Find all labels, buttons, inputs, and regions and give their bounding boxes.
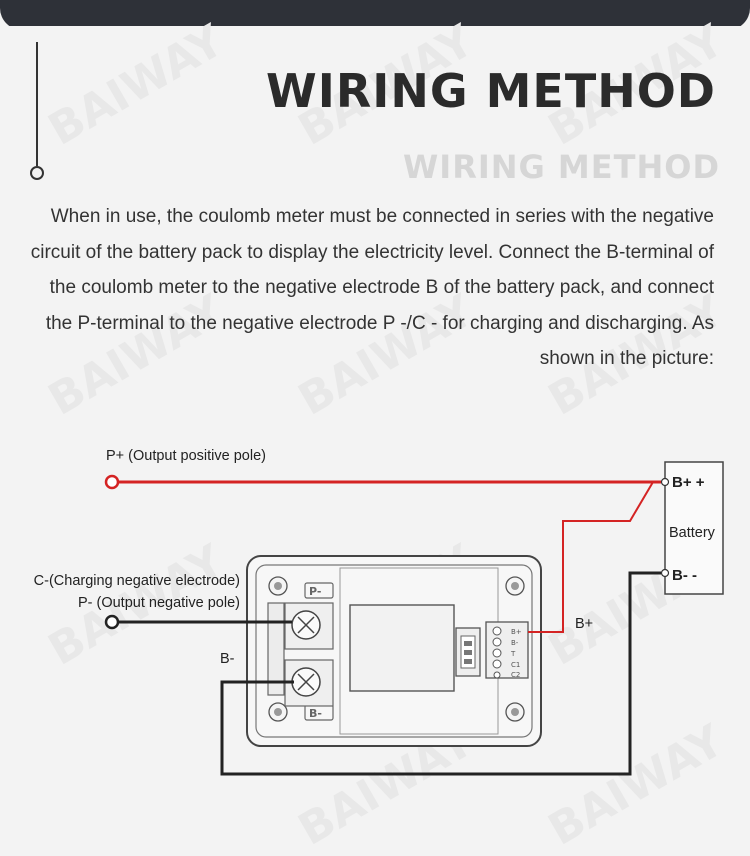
pin-label: C1 (511, 661, 520, 669)
screw-icon (268, 702, 288, 722)
battery-minus-terminal: B- - (672, 567, 697, 584)
wire-b-plus (528, 481, 654, 633)
pin-label: T (510, 650, 516, 658)
pin-label: B- (511, 639, 519, 647)
description-text: When in use, the coulomb meter must be c… (30, 206, 714, 369)
terminal-label-b-minus: B- (309, 707, 322, 720)
label-p-minus: P- (Output negative pole) (78, 595, 240, 611)
terminal-label-p-minus: P- (309, 585, 321, 598)
coulomb-meter-device: P- B- (246, 555, 542, 747)
pin-label: C2 (511, 671, 520, 679)
device-display (349, 604, 455, 692)
terminal-screw-icon (291, 610, 321, 640)
label-p-plus: P+ (Output positive pole) (106, 448, 266, 464)
jst-connector (455, 627, 481, 677)
screw-icon (505, 702, 525, 722)
label-b-minus-wire: B- (220, 651, 235, 667)
screw-icon (268, 576, 288, 596)
label-c-minus: C-(Charging negative electrode) (34, 573, 240, 589)
screw-icon (505, 576, 525, 596)
wire-p-minus (104, 614, 292, 630)
terminal-screw-icon (291, 667, 321, 697)
device-inner-frame (255, 564, 533, 738)
page-title: WIRING METHOD (265, 64, 716, 118)
top-decoration (0, 0, 750, 26)
wire-p-plus (104, 474, 661, 490)
battery-label: Battery (669, 525, 716, 541)
battery-plus-terminal: B+ + (672, 474, 705, 491)
battery-box: B+ + Battery B- - (660, 461, 724, 595)
label-b-plus-wire: B+ (575, 616, 593, 632)
wiring-diagram: P- B- (34, 448, 724, 776)
accent-dot (30, 166, 44, 180)
terminal-block: B+ B- T C1 C2 (485, 621, 529, 679)
wire-b-minus (220, 571, 661, 776)
accent-line (36, 42, 38, 166)
pin-label: B+ (511, 628, 522, 636)
page-subtitle: WIRING METHOD (402, 148, 720, 186)
